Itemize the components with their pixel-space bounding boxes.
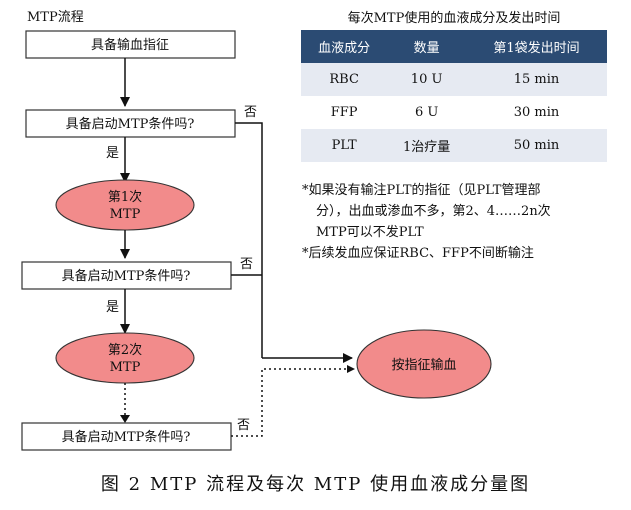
no-branch-3-dotted xyxy=(231,368,350,437)
dotted-arrowhead-1 xyxy=(120,415,130,423)
table-row: RBC 10 U 15 min xyxy=(301,63,607,96)
indication-box xyxy=(25,30,236,59)
note2: *后续发血应保证RBC、FFP不间断输注 xyxy=(302,246,534,261)
figure-caption: 图 2 MTP 流程及每次 MTP 使用血液成分量图 xyxy=(100,474,531,495)
no-label-2: 否 xyxy=(240,257,253,272)
mtp1-line1: 第1次 xyxy=(108,189,142,205)
header-time: 第1袋发出时间 xyxy=(465,30,607,63)
mtp1-line2: MTP xyxy=(110,207,141,222)
indication-label: 具备输血指征 xyxy=(91,37,169,53)
check2-box xyxy=(21,261,232,290)
no-label-3: 否 xyxy=(237,418,250,433)
header-quantity: 数量 xyxy=(387,30,466,63)
cell-quantity: 1治疗量 xyxy=(387,129,466,162)
table-header-row: 血液成分 数量 第1袋发出时间 xyxy=(301,30,607,63)
cell-quantity: 6 U xyxy=(387,96,466,129)
no-label-1: 否 xyxy=(244,105,257,120)
cell-quantity: 10 U xyxy=(387,63,466,96)
table-row: FFP 6 U 30 min xyxy=(301,96,607,129)
notes-block: *如果没有输注PLT的指征（见PLT管理部 分），出血或渗血不多，第2、4……2… xyxy=(302,180,622,264)
yes-label-2: 是 xyxy=(106,300,119,315)
flowchart: 具备输血指征 具备启动MTP条件吗? 否 是 第1次 MTP 具备启动MTP条件… xyxy=(21,30,492,451)
no-branch-1-line xyxy=(235,122,263,358)
header-component: 血液成分 xyxy=(301,30,388,63)
table-title: 每次MTP使用的血液成分及发出时间 xyxy=(347,11,561,26)
note1-line3: MTP可以不发PLT xyxy=(316,225,424,240)
check3-label: 具备启动MTP条件吗? xyxy=(62,429,191,445)
mtp1-ellipse xyxy=(55,179,195,231)
cell-component: RBC xyxy=(301,63,388,96)
blood-component-table: 血液成分 数量 第1袋发出时间 RBC 10 U 15 min FFP 6 U … xyxy=(301,30,607,162)
note1-line2: 分），出血或渗血不多，第2、4……2n次 xyxy=(316,204,551,219)
mtp2-ellipse xyxy=(55,332,195,384)
cell-component: FFP xyxy=(301,96,388,129)
table-row: PLT 1治疗量 50 min xyxy=(301,129,607,162)
result-label: 按指征输血 xyxy=(391,357,456,373)
mtp2-line2: MTP xyxy=(110,360,141,375)
cell-time: 50 min xyxy=(465,129,607,162)
note1-line1: *如果没有输注PLT的指征（见PLT管理部 xyxy=(302,183,541,198)
flow-title: MTP流程 xyxy=(27,10,84,25)
cell-time: 30 min xyxy=(465,96,607,129)
cell-time: 15 min xyxy=(465,63,607,96)
dotted-arrowhead-2 xyxy=(347,365,355,373)
check3-box xyxy=(21,422,232,451)
check1-box xyxy=(25,109,236,138)
check1-label: 具备启动MTP条件吗? xyxy=(66,116,195,132)
result-ellipse xyxy=(356,329,492,399)
cell-component: PLT xyxy=(301,129,388,162)
mtp2-line1: 第2次 xyxy=(108,342,142,358)
check2-label: 具备启动MTP条件吗? xyxy=(62,268,191,284)
yes-label-1: 是 xyxy=(106,146,119,161)
